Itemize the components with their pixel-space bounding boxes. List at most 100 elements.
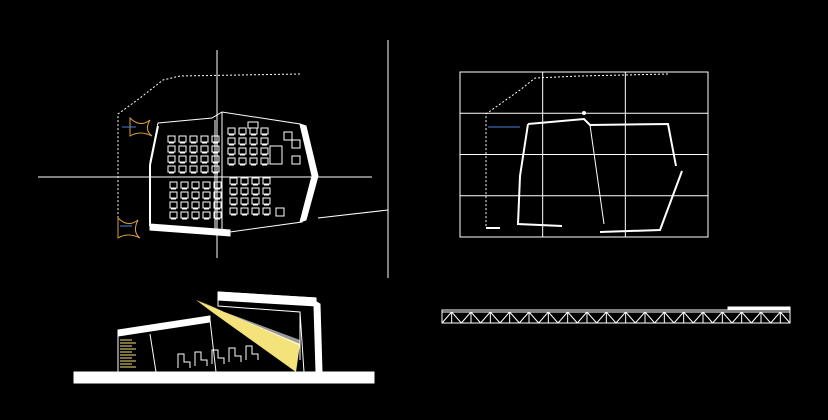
plan-door-lower [117, 216, 141, 239]
truss-diagonal [615, 311, 627, 324]
plan-left-upper-seat [189, 135, 198, 143]
plan-right-upper-seat [238, 137, 247, 145]
plan-chair-1 [283, 131, 293, 141]
plan-right-lower-seat [240, 177, 249, 185]
section-seat [194, 351, 208, 366]
plan-right-upper-seat [227, 137, 236, 145]
grid-node [582, 111, 586, 115]
truss-diagonal [634, 311, 646, 324]
section-stairs [120, 339, 136, 368]
grid-partition [589, 124, 605, 225]
plan-right-lower-seat [229, 207, 238, 215]
truss-diagonal [586, 311, 598, 324]
section-light-beam [198, 300, 300, 346]
plan-right-lower-seat [229, 187, 238, 195]
plan-left-lower-seat [191, 191, 200, 199]
plan-left-upper-seat [211, 145, 220, 153]
truss-diagonal [489, 311, 501, 324]
truss-diagonal [576, 311, 588, 324]
section-view [73, 291, 375, 384]
plan-right-lower-seat [251, 177, 260, 185]
truss-diagonal [625, 311, 636, 324]
floor-plan-view [38, 40, 389, 278]
plan-right-lower-seat [229, 177, 238, 185]
plan-left-upper-seat [189, 145, 198, 153]
truss-web-members [441, 311, 791, 324]
plan-left-lower-seat [180, 191, 189, 199]
truss-diagonal [605, 311, 617, 324]
plan-seating-layout [167, 127, 271, 220]
section-seat [245, 345, 259, 360]
plan-right-upper-seat [238, 157, 247, 165]
truss-diagonal [528, 311, 540, 324]
plan-right-lower-seat [229, 197, 238, 205]
truss-diagonal [683, 311, 694, 324]
plan-left-lower-seat [202, 181, 211, 189]
truss-view [441, 306, 791, 324]
plan-right-upper-seat [249, 127, 258, 135]
plan-chair-2 [291, 139, 301, 149]
plan-left-upper-seat [200, 155, 209, 163]
section-right-wall [308, 296, 323, 373]
truss-diagonal [721, 311, 733, 324]
plan-left-lower-seat [213, 211, 222, 219]
plan-roof-outline [117, 73, 301, 232]
plan-right-lower-seat [240, 207, 249, 215]
truss-diagonal [673, 311, 685, 324]
plan-left-upper-seat [178, 135, 187, 143]
plan-left-upper-seat [178, 145, 187, 153]
truss-diagonal [518, 311, 530, 324]
plan-right-upper-seat [260, 147, 269, 155]
plan-left-lower-seat [191, 201, 200, 209]
truss-diagonal [741, 311, 752, 324]
plan-chair-4 [275, 207, 285, 217]
plan-left-lower-seat [169, 211, 178, 219]
plan-right-upper-seat [260, 157, 269, 165]
truss-diagonal [441, 311, 453, 324]
plan-door-upper [129, 116, 153, 137]
truss-diagonal [547, 311, 559, 324]
section-left-roof [117, 315, 211, 337]
plan-left-upper-seat [200, 145, 209, 153]
plan-left-upper-seat [211, 135, 220, 143]
truss-diagonal [712, 311, 723, 324]
plan-left-lower-seat [180, 211, 189, 219]
section-ground [73, 371, 375, 384]
plan-right-lower-seat [262, 197, 271, 205]
plan-left-upper-seat [167, 135, 176, 143]
plan-right-upper-seat [260, 137, 269, 145]
plan-right-lower-seat [240, 197, 249, 205]
plan-left-upper-seat [178, 165, 187, 173]
plan-right-upper-seat [238, 127, 247, 135]
plan-left-lower-seat [180, 181, 189, 189]
truss-diagonal [702, 311, 714, 324]
plan-left-lower-seat [169, 191, 178, 199]
plan-leader-line [317, 209, 389, 219]
plan-east-wall [299, 123, 319, 223]
plan-right-upper-seat [260, 127, 269, 135]
grid-roof-outline [485, 73, 669, 228]
section-seat [177, 353, 191, 368]
plan-right-lower-seat [262, 207, 271, 215]
grid-lines [460, 72, 708, 237]
plan-left-lower-seat [169, 201, 178, 209]
plan-right-upper-seat [238, 147, 247, 155]
plan-left-upper-seat [167, 145, 176, 153]
roof-grid-view [459, 71, 709, 238]
truss-diagonal [654, 311, 665, 324]
plan-left-lower-seat [191, 211, 200, 219]
truss-diagonal [509, 311, 520, 324]
plan-left-upper-seat [211, 155, 220, 163]
plan-left-lower-seat [202, 201, 211, 209]
plan-left-upper-seat [167, 155, 176, 163]
plan-right-lower-seat [251, 187, 260, 195]
grid-west-wall [516, 123, 563, 227]
plan-chair-3 [291, 155, 301, 165]
plan-left-lower-seat [213, 201, 222, 209]
truss-diagonal [770, 311, 781, 324]
plan-left-upper-seat [178, 155, 187, 163]
truss-diagonal [451, 311, 462, 324]
truss-diagonal [663, 311, 675, 324]
